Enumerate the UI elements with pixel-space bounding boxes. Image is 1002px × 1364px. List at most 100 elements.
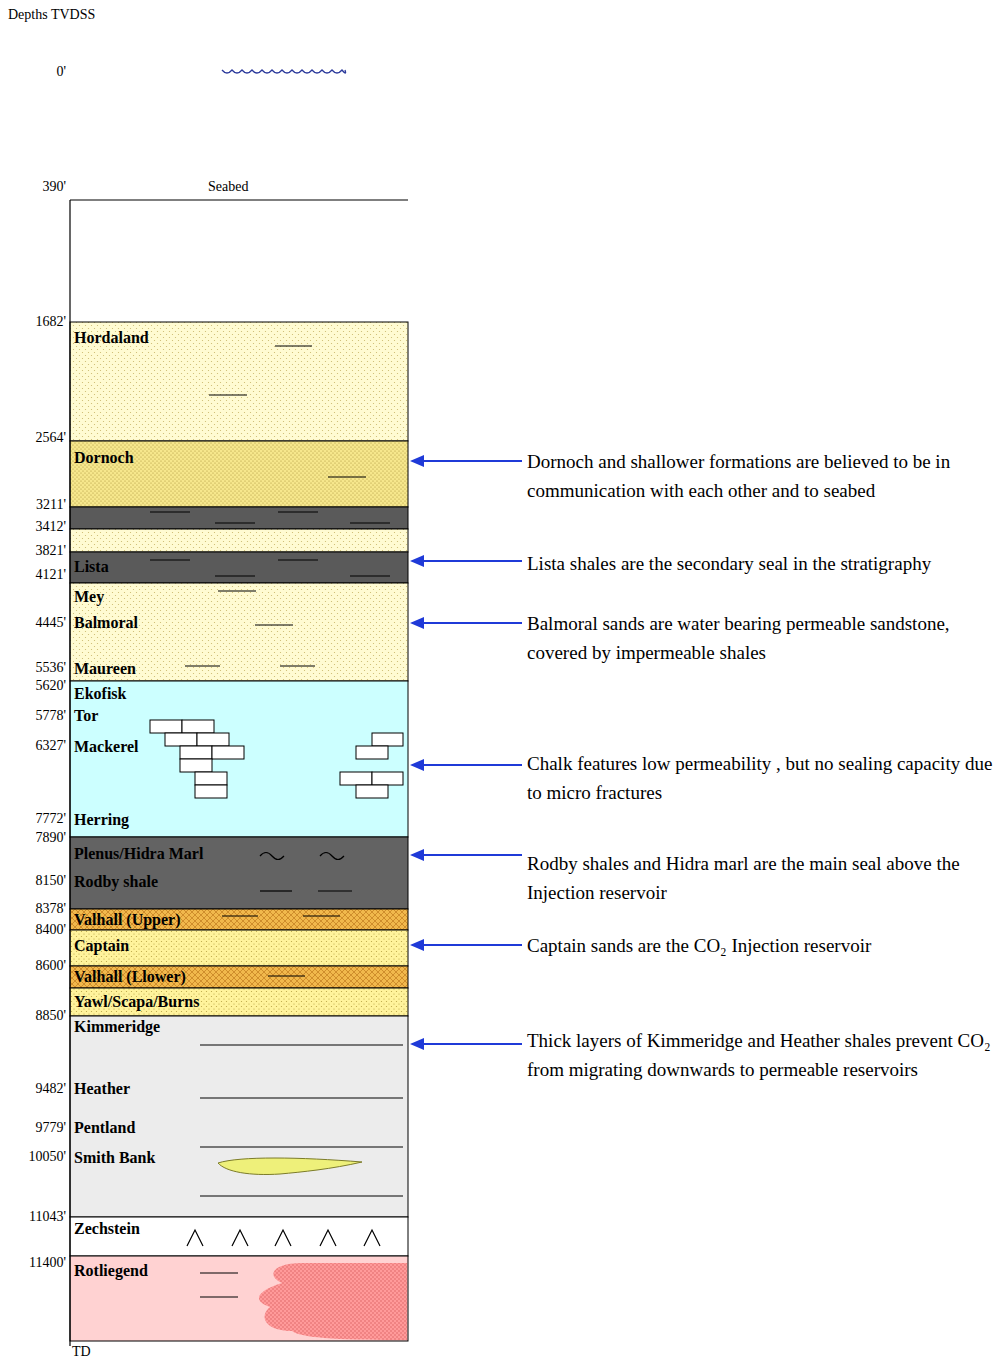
formation-name: Lista [74,558,109,576]
depth-label: 7890' [2,830,66,846]
depth-label: 11043' [2,1209,66,1225]
shale-dash [185,665,220,666]
formation-band [70,322,408,1341]
callout-note: Captain sands are the CO₂ Injection rese… [527,931,997,960]
sand-lens [218,1158,362,1175]
formation-name: Plenus/Hidra Marl [74,845,203,863]
formation-name: Valhall (Upper) [74,911,181,929]
formation-band [70,1217,408,1256]
callout-arrow [420,854,522,856]
formation-band: Yawl/Scapa/Burns [70,988,408,1016]
shale-dash [200,1272,238,1273]
formation-band: Captain [70,930,408,966]
formation-band [70,507,408,529]
formation-name: Balmoral [74,614,138,632]
shale-dash [278,511,318,512]
chalk-brick [180,759,212,772]
chalk-brick [150,720,403,798]
marl-symbol [260,853,284,860]
formation-name: Pentland [74,1119,135,1137]
depth-label: 9482' [2,1081,66,1097]
depth-label: 5620' [2,678,66,694]
depth-label: 4445' [2,615,66,631]
callout-arrow [410,617,424,629]
formation-band: Hordaland [70,322,408,441]
evaporite-symbol [275,1230,291,1246]
plain-label: TD [72,1344,91,1360]
evaporite-symbol [187,1230,380,1246]
depth-label: 10050' [2,1149,66,1165]
callout-arrow [410,849,424,861]
marl-symbol [320,853,344,860]
shale-dash [200,1296,238,1297]
depth-label: 390' [2,179,66,195]
marl-symbol [260,853,344,860]
formation-band: KimmeridgeHeatherPentlandSmith Bank [70,1016,408,1217]
formation-band [70,681,408,837]
depth-label: 8150' [2,873,66,889]
formation-band [70,837,408,909]
formation-name: Rodby shale [74,873,158,891]
formation-band [70,441,408,507]
evaporite-symbol [232,1230,248,1246]
callout-arrow [410,939,424,951]
depth-label: 3412' [2,519,66,535]
callout-note: Lista shales are the secondary seal in t… [527,549,997,578]
callout-note: Dornoch and shallower formations are bel… [527,447,997,505]
chalk-brick [212,746,244,759]
formation-name: Herring [74,811,129,829]
shale-dash [350,575,390,576]
depth-label: 1682' [2,314,66,330]
callout-arrow [420,622,522,624]
formation-band [70,529,408,552]
shale-dash [328,476,366,477]
depth-label: 8378' [2,901,66,917]
depth-label: 3211' [2,497,66,513]
shale-dash [209,394,247,395]
shale-dash [222,915,258,916]
formation-band: Plenus/Hidra MarlRodby shale [70,837,408,909]
callout-arrow [410,455,522,1050]
depth-label: 9779' [2,1120,66,1136]
formation-name: Smith Bank [74,1149,155,1167]
shale-dash [278,559,318,560]
chalk-brick [372,772,403,785]
formation-band: Rotliegend [70,1256,408,1341]
shale-dash [150,511,190,512]
callout-arrow [420,764,522,766]
formation-band: Dornoch [70,441,408,507]
shale-dash [215,522,255,523]
formation-band [70,988,408,1016]
callout-arrow [420,1043,522,1045]
plain-label: Seabed [208,179,248,195]
depth-label: 5536' [2,660,66,676]
callout-note: Rodby shales and Hidra marl are the main… [527,849,997,907]
chalk-brick [356,785,388,798]
shale-dash [275,345,312,346]
shale-dash [218,590,256,591]
shale-dash [200,1044,403,1045]
formation-name: Tor [74,707,98,725]
column-border [70,200,408,1346]
callout-arrow [420,560,522,562]
shale-dash [255,624,293,625]
callout-arrow [420,460,522,462]
formation-name: Zechstein [74,1220,140,1238]
sand-lens [218,1158,362,1175]
depth-label: 11400' [2,1255,66,1271]
chalk-brick [180,746,212,759]
formation-band [70,1016,408,1217]
axis-title: Depths TVDSS [8,7,95,23]
sea-surface [222,70,346,73]
shale-dash [350,522,390,523]
formation-name: Mey [74,588,104,606]
formation-band: Valhall (Llower) [70,966,408,988]
chalk-brick [195,772,227,785]
aeolian-sand [259,1263,407,1340]
depth-label: 8600' [2,958,66,974]
formation-band: Lista [70,552,408,583]
shale-dash [150,346,403,1297]
sea-surface [222,70,346,73]
formation-band [70,552,408,583]
formation-band: MeyBalmoralMaureen [70,583,408,681]
